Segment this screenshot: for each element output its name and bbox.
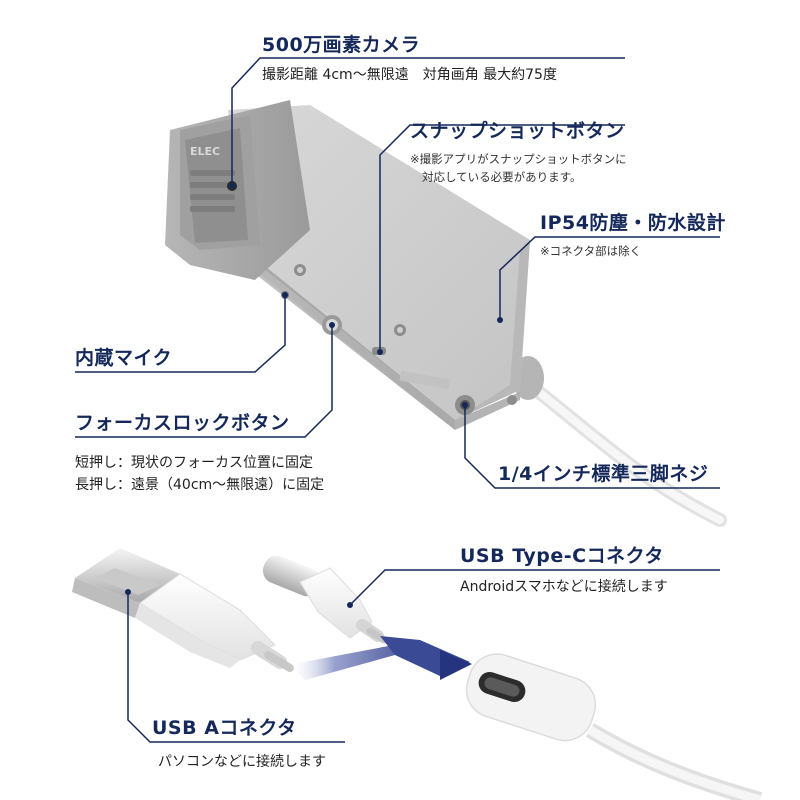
usb-a-title: USB Aコネクタ (152, 717, 297, 739)
ip54-note: ※コネクタ部は除く (540, 244, 642, 258)
usb-c-receptacle (465, 653, 763, 800)
snapshot-note-1: ※撮影アプリがスナップショットボタンに (410, 152, 627, 166)
focus-lock-note-2: 長押し：遠景（40cm〜無限遠）に固定 (75, 477, 325, 493)
focus-lock-note-1: 短押し：現状のフォーカス位置に固定 (75, 455, 313, 471)
brand-text: ELEC (190, 145, 220, 158)
connection-arrow (288, 636, 472, 680)
tripod-title: 1/4インチ標準三脚ネジ (498, 463, 709, 485)
camera-note: 撮影距離 4cm〜無限遠 対角画角 最大約75度 (262, 67, 557, 83)
mic-hole (281, 291, 289, 299)
snapshot-note-2: 対応している必要があります。 (422, 170, 582, 184)
ip54-title: IP54防塵・防水設計 (540, 212, 726, 234)
snapshot-title: スナップショットボタン (410, 120, 625, 142)
focus-lock-title: フォーカスロックボタン (75, 412, 290, 434)
snapshot-button (372, 347, 386, 355)
camera-lens (227, 181, 237, 191)
usb-c-note: Androidスマホなどに接続します (460, 579, 668, 595)
camera-title: 500万画素カメラ (262, 34, 421, 56)
usb-a-plug (72, 548, 294, 672)
usb-a-note: パソコンなどに接続します (158, 754, 326, 770)
mic-title: 内蔵マイク (75, 347, 173, 369)
usb-c-title: USB Type-Cコネクタ (460, 545, 664, 567)
usb-c-plug (262, 555, 388, 644)
